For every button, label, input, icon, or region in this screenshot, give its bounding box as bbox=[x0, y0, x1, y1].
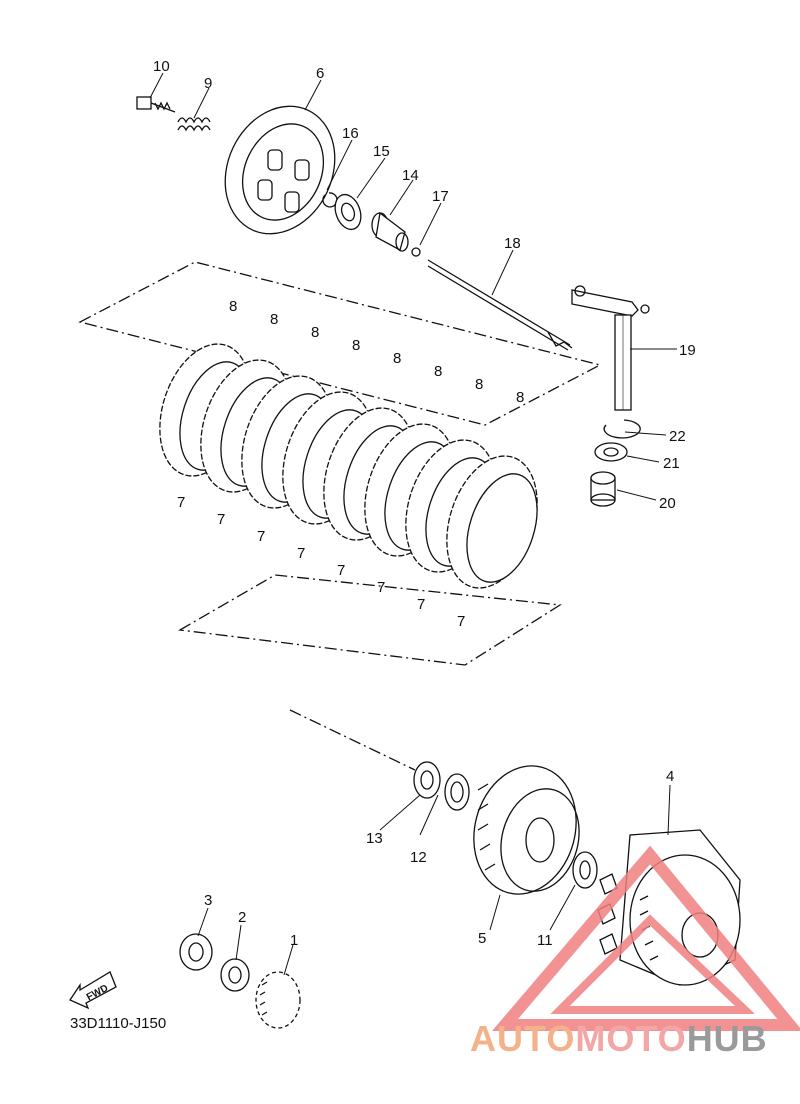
plate-stack-frame-top bbox=[78, 261, 602, 426]
part-17-ball bbox=[411, 247, 421, 257]
watermark-hub: HUB bbox=[686, 1018, 768, 1059]
part-18-push-rod-long bbox=[427, 259, 573, 351]
callout-13: 13 bbox=[366, 830, 383, 847]
callout-22: 22 bbox=[669, 428, 686, 445]
part-19-push-lever-shaft bbox=[571, 285, 650, 411]
part-12-lock-washer bbox=[444, 773, 470, 811]
part-2-washer bbox=[220, 958, 250, 992]
callout-3: 3 bbox=[204, 892, 212, 909]
callout-17: 17 bbox=[432, 188, 449, 205]
callout-8: 8 bbox=[229, 298, 237, 315]
part-14-push-rod bbox=[371, 211, 409, 252]
callout-7: 7 bbox=[257, 528, 265, 545]
callout-7: 7 bbox=[177, 494, 185, 511]
part-10-bolt bbox=[136, 96, 176, 113]
callout-12: 12 bbox=[410, 849, 427, 866]
part-4-clutch-housing bbox=[597, 829, 741, 986]
part-22-circlip bbox=[603, 419, 641, 439]
callout-8: 8 bbox=[270, 311, 278, 328]
callout-1: 1 bbox=[290, 932, 298, 949]
callout-7: 7 bbox=[297, 545, 305, 562]
clutch-plate-stack bbox=[159, 343, 538, 589]
part-11-thrust-washer bbox=[572, 851, 598, 889]
callout-8: 8 bbox=[311, 324, 319, 341]
callout-18: 18 bbox=[504, 235, 521, 252]
callout-9: 9 bbox=[204, 75, 212, 92]
part-6-pressure-plate bbox=[224, 105, 336, 235]
callout-11: 11 bbox=[537, 932, 553, 949]
callout-10: 10 bbox=[153, 58, 170, 75]
callout-7: 7 bbox=[337, 562, 345, 579]
watermark-moto: MOTO bbox=[575, 1018, 687, 1059]
callout-8: 8 bbox=[516, 389, 524, 406]
part-13-nut bbox=[413, 761, 441, 799]
plate-stack-frame-bottom bbox=[177, 574, 562, 666]
part-9-spring bbox=[177, 117, 211, 132]
fwd-arrow-icon bbox=[69, 971, 117, 1010]
diagram-code: 33D1110-J150 bbox=[70, 1015, 167, 1032]
callout-6: 6 bbox=[316, 65, 324, 82]
callout-16: 16 bbox=[342, 125, 359, 142]
callout-2: 2 bbox=[238, 909, 246, 926]
part-5-clutch-boss bbox=[473, 765, 580, 895]
callout-8: 8 bbox=[475, 376, 483, 393]
steel-plate bbox=[466, 473, 538, 583]
callout-7: 7 bbox=[417, 596, 425, 613]
callout-5: 5 bbox=[478, 930, 486, 947]
callout-21: 21 bbox=[663, 455, 680, 472]
callout-7: 7 bbox=[217, 511, 225, 528]
callout-20: 20 bbox=[659, 495, 676, 512]
callout-15: 15 bbox=[373, 143, 390, 160]
callout-14: 14 bbox=[402, 167, 419, 184]
callout-19: 19 bbox=[679, 342, 696, 359]
callout-4: 4 bbox=[666, 768, 674, 785]
part-3-collar bbox=[179, 933, 213, 971]
callout-8: 8 bbox=[352, 337, 360, 354]
part-16-circlip bbox=[322, 192, 338, 208]
callout-8: 8 bbox=[393, 350, 401, 367]
part-15-bearing bbox=[334, 193, 362, 231]
callout-7: 7 bbox=[457, 613, 465, 630]
callout-8: 8 bbox=[434, 363, 442, 380]
part-21-oil-seal bbox=[594, 442, 628, 462]
part-20-needle-bearing bbox=[590, 471, 616, 507]
part-1-primary-drive-gear bbox=[255, 971, 301, 1029]
watermark-logo-icon bbox=[491, 845, 800, 1031]
watermark-auto: AUTO bbox=[470, 1018, 576, 1059]
callout-7: 7 bbox=[377, 579, 385, 596]
watermark-text: AUTOMOTOHUB bbox=[470, 1018, 768, 1060]
